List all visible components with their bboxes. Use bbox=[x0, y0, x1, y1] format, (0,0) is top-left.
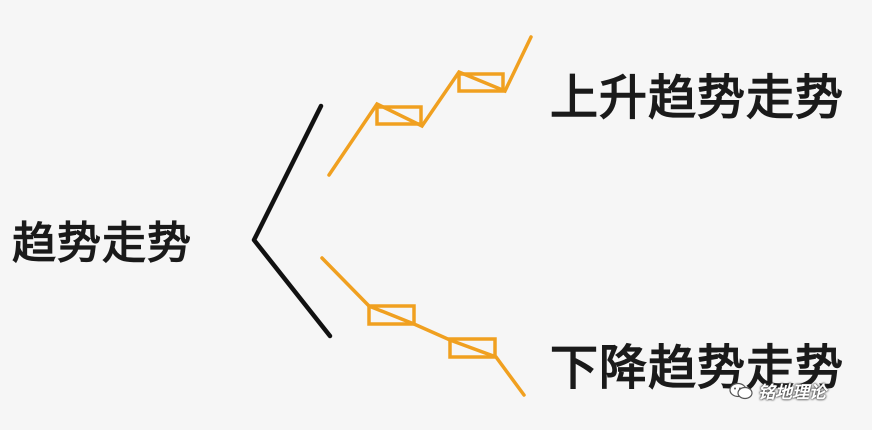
watermark: 铭地理论 bbox=[728, 378, 826, 403]
root-label: 趋势走势 bbox=[12, 218, 192, 269]
uptrend-line bbox=[327, 35, 533, 177]
downtrend-box-1 bbox=[367, 304, 416, 326]
downtrend-box-2 bbox=[448, 337, 497, 359]
downtrend-line bbox=[320, 256, 526, 397]
uptrend-box-1 bbox=[375, 105, 423, 126]
uptrend-label: 上升趋势走势 bbox=[550, 70, 845, 126]
wechat-icon bbox=[729, 382, 753, 399]
downtrend-label: 下降趋势走势 bbox=[550, 340, 845, 396]
downtrend-path bbox=[320, 256, 526, 397]
uptrend-path bbox=[327, 35, 533, 177]
uptrend-box-2 bbox=[457, 72, 505, 93]
watermark-text: 铭地理论 bbox=[758, 383, 826, 403]
bracket-connector bbox=[251, 103, 333, 339]
